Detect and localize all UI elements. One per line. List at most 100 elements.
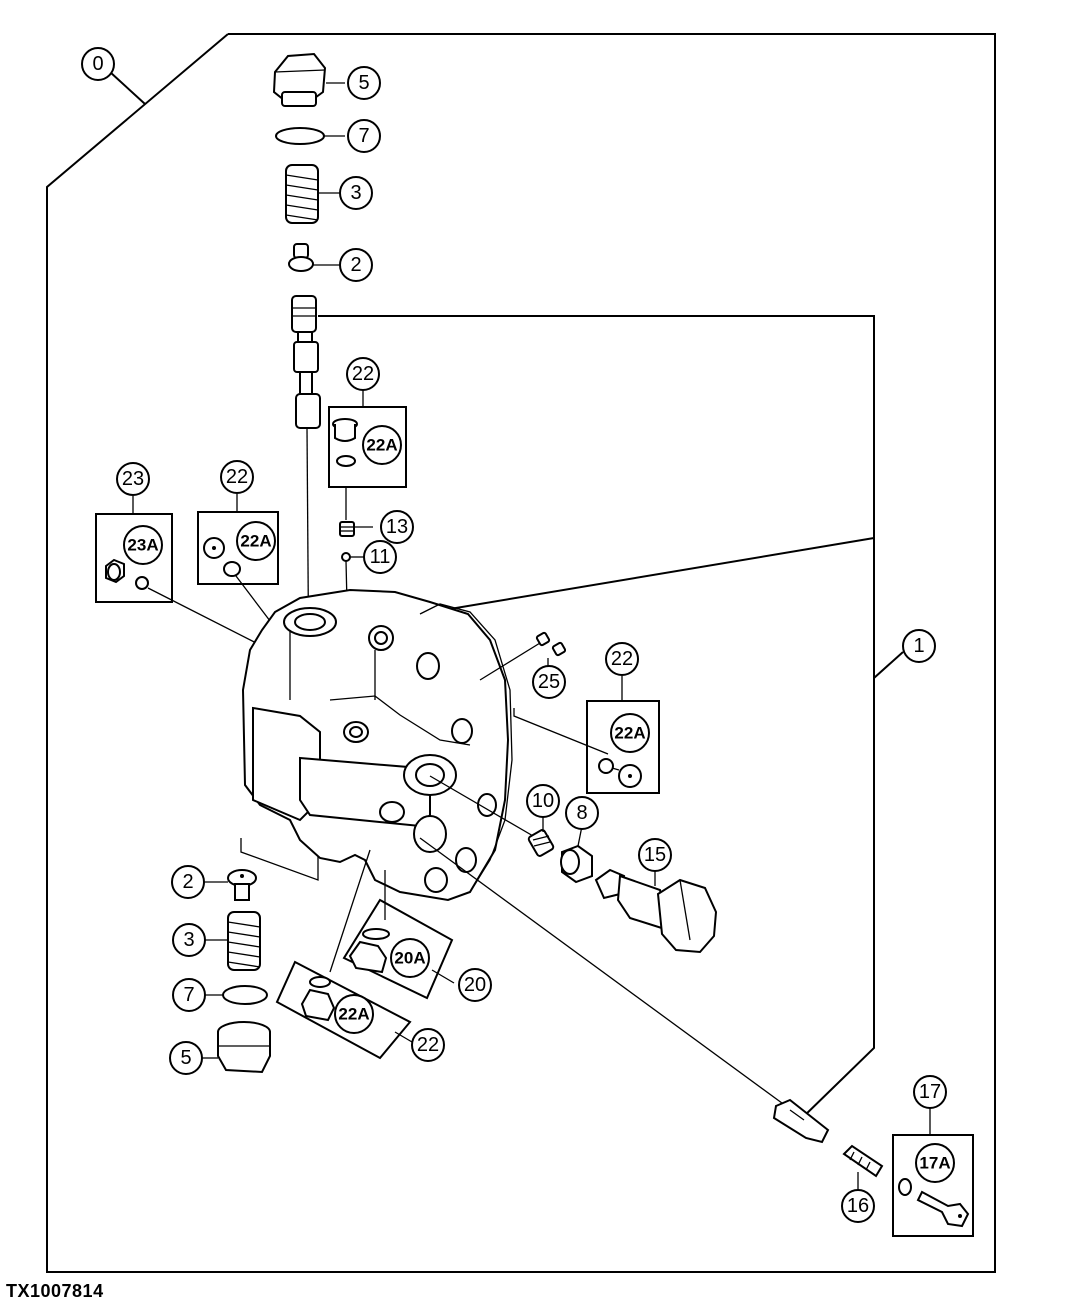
svg-text:1: 1 <box>913 635 924 657</box>
sleeve-8 <box>560 844 593 884</box>
callout-13: 13 <box>380 510 414 544</box>
seal-22a-left <box>223 561 241 577</box>
svg-text:3: 3 <box>350 182 361 204</box>
spring-top <box>285 164 319 224</box>
seal-23a <box>135 576 149 590</box>
callout-22-bottom: 22 <box>411 1028 445 1062</box>
bracket-link <box>419 537 875 615</box>
callout-8: 8 <box>565 796 599 830</box>
svg-text:0: 0 <box>92 53 103 75</box>
plug-top <box>272 52 327 107</box>
callout-17: 17 <box>913 1075 947 1109</box>
svg-text:23A: 23A <box>127 536 158 555</box>
ball-11 <box>341 552 351 562</box>
leader-0 <box>109 71 146 105</box>
svg-text:11: 11 <box>370 546 391 568</box>
plug-22-left <box>203 537 225 559</box>
seal-22a-top <box>336 455 356 467</box>
svg-text:22: 22 <box>352 363 374 385</box>
callout-17a: 17A <box>915 1143 955 1183</box>
callout-5-bottom: 5 <box>169 1041 203 1075</box>
group-22-top-box <box>328 406 407 488</box>
svg-text:20: 20 <box>464 974 486 996</box>
plug-23 <box>105 558 125 584</box>
plug-22-bottom <box>300 988 336 1022</box>
spring-10 <box>527 829 555 857</box>
callout-22a-left: 22A <box>236 521 276 561</box>
callout-22-top: 22 <box>346 357 380 391</box>
svg-text:13: 13 <box>386 516 408 538</box>
subassembly-bracket <box>318 315 875 1121</box>
valve-housing <box>241 588 513 902</box>
plug-20 <box>348 940 388 974</box>
callout-25: 25 <box>532 665 566 699</box>
callout-16: 16 <box>841 1189 875 1223</box>
seal-17a <box>898 1178 912 1196</box>
svg-text:17A: 17A <box>919 1154 950 1173</box>
part-13 <box>339 521 355 537</box>
svg-text:5: 5 <box>358 72 369 94</box>
group-23-box <box>95 513 173 603</box>
svg-text:10: 10 <box>532 790 554 812</box>
svg-text:2: 2 <box>350 254 361 276</box>
plug-17 <box>916 1190 970 1228</box>
svg-text:16: 16 <box>847 1195 869 1217</box>
svg-text:22A: 22A <box>366 436 397 455</box>
seal-22a-bottom <box>309 976 331 988</box>
svg-text:22A: 22A <box>240 532 271 551</box>
svg-text:5: 5 <box>180 1047 191 1069</box>
svg-text:20A: 20A <box>394 949 425 968</box>
svg-text:15: 15 <box>644 844 666 866</box>
valve-spool <box>291 295 321 429</box>
spring-bottom <box>227 911 261 971</box>
svg-text:22A: 22A <box>338 1005 369 1024</box>
assembly-outline <box>46 33 996 1273</box>
callout-23a: 23A <box>123 525 163 565</box>
svg-text:23: 23 <box>122 468 144 490</box>
seal-20a <box>362 928 390 940</box>
callout-22-right: 22 <box>605 642 639 676</box>
plug-22-right <box>611 764 642 788</box>
svg-text:22A: 22A <box>614 724 645 743</box>
svg-text:22: 22 <box>611 648 633 670</box>
svg-text:2: 2 <box>182 871 193 893</box>
svg-text:7: 7 <box>358 125 369 147</box>
callout-11: 11 <box>363 540 397 574</box>
callout-15: 15 <box>638 838 672 872</box>
fittings-25 <box>535 631 567 657</box>
svg-text:22: 22 <box>417 1034 439 1056</box>
o-ring-bottom <box>222 985 268 1005</box>
callout-7-top: 7 <box>347 119 381 153</box>
callout-22a-top: 22A <box>362 425 402 465</box>
callout-22a-right: 22A <box>610 713 650 753</box>
svg-text:8: 8 <box>576 802 587 824</box>
callout-23: 23 <box>116 462 150 496</box>
svg-text:25: 25 <box>538 671 560 693</box>
o-ring-top <box>275 127 325 145</box>
svg-text:22: 22 <box>226 466 248 488</box>
figure-id: TX1007814 <box>6 1281 104 1301</box>
group-17-box <box>892 1134 974 1237</box>
callout-1: 1 <box>902 629 936 663</box>
group-20-box <box>342 898 454 1000</box>
callout-2-bottom: 2 <box>171 865 205 899</box>
callout-20a: 20A <box>390 938 430 978</box>
callout-22-left: 22 <box>220 460 254 494</box>
callout-2-top: 2 <box>339 248 373 282</box>
callout-7-bottom: 7 <box>172 978 206 1012</box>
callout-10: 10 <box>526 784 560 818</box>
group-22-bottom-box <box>275 960 412 1060</box>
plug-bottom <box>217 1021 271 1074</box>
seal-22a-right <box>598 758 614 774</box>
callout-3-top: 3 <box>339 176 373 210</box>
relief-valve-15 <box>594 868 718 954</box>
callout-22a-bottom: 22A <box>334 994 374 1034</box>
callout-0: 0 <box>81 47 115 81</box>
poppet-top <box>288 243 314 272</box>
leader-1 <box>873 651 904 679</box>
callout-3-bottom: 3 <box>172 923 206 957</box>
plug-22-top <box>332 418 358 442</box>
callout-5-top: 5 <box>347 66 381 100</box>
svg-text:17: 17 <box>919 1081 941 1103</box>
